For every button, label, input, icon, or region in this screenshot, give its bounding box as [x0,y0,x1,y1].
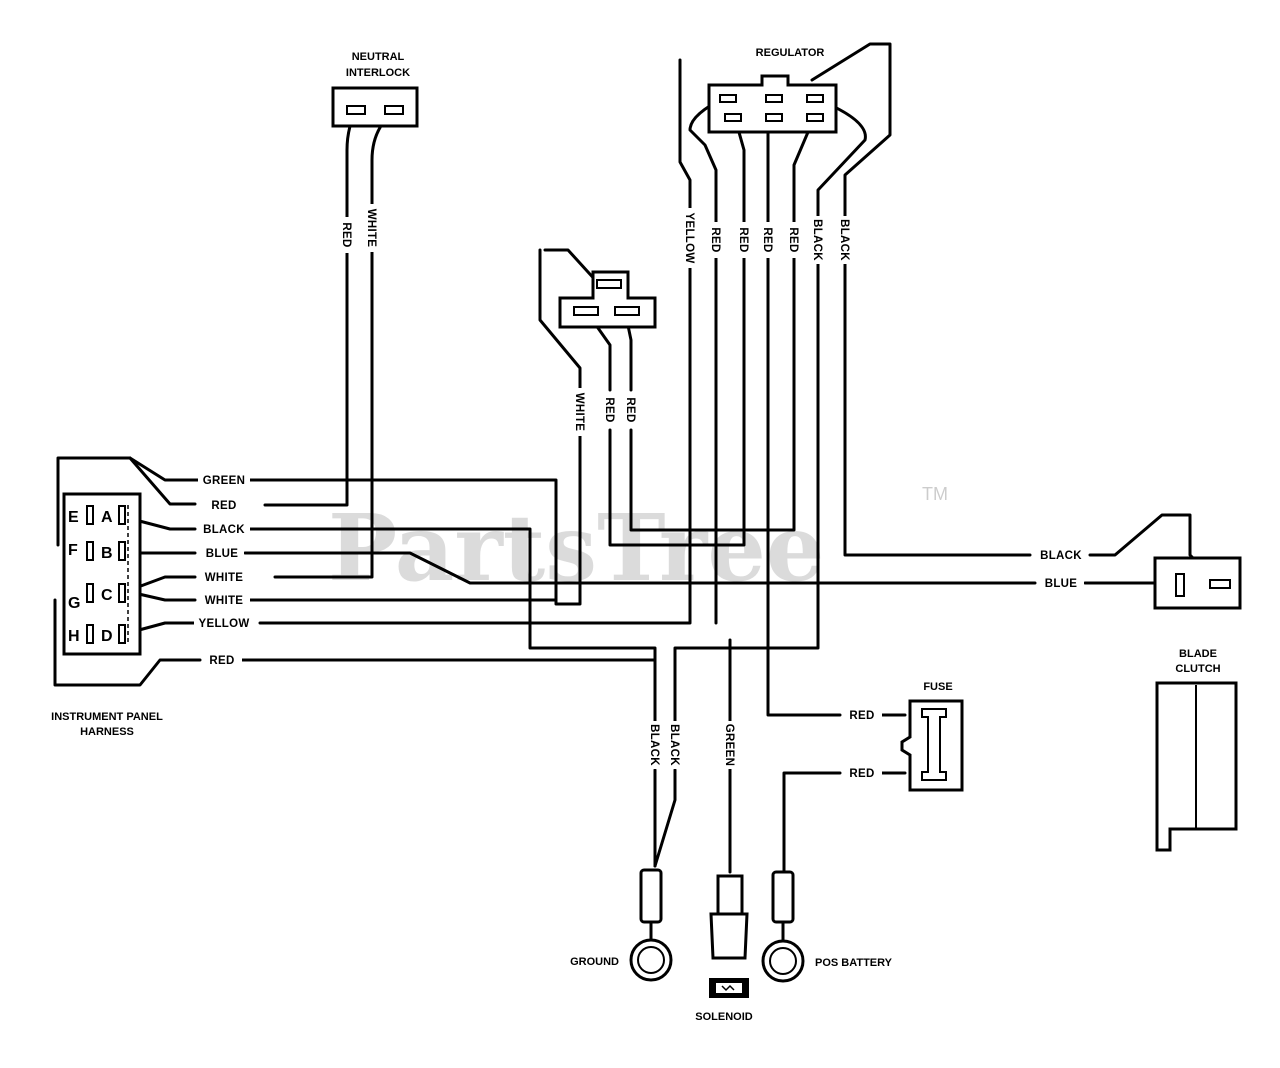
regulator-terminal [724,113,742,122]
label-reg-red-3: RED [761,227,773,252]
harness-pin-e: E [68,509,79,526]
regulator-connector [707,74,838,134]
label-harness-red-2: RED [209,655,234,667]
pos-battery-terminal [761,870,805,983]
blade-clutch-title-2: CLUTCH [1175,663,1220,675]
blade-clutch-title-1: BLADE [1179,648,1217,660]
label-switch-red-1: RED [603,397,615,422]
regulator-terminal [765,113,783,122]
switch-terminal [596,279,622,289]
wire-harness-black [126,516,657,762]
neutral-interlock-connector [331,86,419,128]
trademark-mark: TM [922,484,948,504]
label-clutch-black: BLACK [1040,550,1082,562]
label-solenoid-green: GREEN [723,724,735,766]
regulator-title: REGULATOR [756,47,825,59]
wire-interlock-red [263,110,357,507]
wire-reg-black-2 [810,42,1032,557]
label-fuse-red-1: RED [849,710,874,722]
wire-reg-black-1 [673,96,867,762]
wire-reg-red-4 [629,116,816,532]
harness-pin-d: D [101,628,113,645]
wire-harness-white-2 [128,590,558,602]
interlock-terminal [384,105,404,115]
harness-pin-b: B [101,545,113,562]
instrument-panel-title-2: HARNESS [80,726,134,738]
clutch-terminal [1175,573,1185,597]
label-harness-green: GREEN [203,475,245,487]
label-reg-red-4: RED [787,227,799,252]
label-reg-yellow: YELLOW [683,213,695,264]
label-clutch-blue: BLUE [1045,578,1078,590]
wire-switch-outline [543,248,600,285]
blade-clutch-body [1155,681,1238,852]
wire-harness-red-2 [53,598,657,687]
watermark: PartsTree [328,494,824,602]
label-harness-blue: BLUE [206,548,239,560]
wire-switch-white [253,248,582,606]
fuse-title: FUSE [923,681,952,693]
wire-ground-black-2 [653,768,677,868]
center-switch-connector [558,270,657,329]
neutral-interlock-title-2: INTERLOCK [346,67,410,79]
label-harness-white-2: WHITE [205,595,244,607]
label-reg-red-2: RED [737,227,749,252]
regulator-terminal [765,94,783,103]
label-switch-red-2: RED [624,397,636,422]
regulator-terminal [806,94,824,103]
label-switch-white: WHITE [573,393,585,432]
instrument-panel-title-1: INSTRUMENT PANEL [51,711,163,723]
switch-terminal [614,306,640,316]
neutral-interlock-title-1: NEUTRAL [352,51,405,63]
harness-pin-f: F [68,542,78,559]
solenoid-label: SOLENOID [695,1011,753,1023]
regulator-terminal [719,94,737,103]
regulator-terminal [806,113,824,122]
label-harness-white-1: WHITE [205,572,244,584]
wires [53,42,1220,874]
solenoid-terminal [709,874,749,998]
horizontal-wire-labels: GREEN RED BLACK BLUE WHITE WHITE YELLOW … [194,471,1088,781]
instrument-panel-harness-connector [62,492,142,656]
label-interlock-white: WHITE [365,209,377,248]
label-ground-black-1: BLACK [648,724,660,766]
fuse-holder [900,699,964,792]
label-harness-black: BLACK [203,524,245,536]
label-ground-black-2: BLACK [668,724,680,766]
clutch-terminal [1209,579,1231,589]
ground-label: GROUND [570,956,619,968]
harness-pin-a: A [101,509,113,526]
label-reg-black-2: BLACK [838,219,850,261]
wire-reg-red-3 [766,96,842,717]
label-fuse-red-2: RED [849,768,874,780]
switch-terminal [573,306,599,316]
harness-pin-c: C [101,587,113,604]
wire-fuse-red-2 [782,771,907,874]
harness-pin-h: H [68,628,80,645]
blade-clutch-connector [1153,556,1242,610]
label-harness-yellow: YELLOW [199,618,250,630]
harness-pin-g: G [68,595,80,612]
label-reg-red-1: RED [709,227,721,252]
label-harness-red-1: RED [211,500,236,512]
label-interlock-red: RED [340,222,352,247]
vertical-wire-labels: RED WHITE YELLOW RED RED RED RED BLACK [339,204,853,769]
pos-battery-label: POS BATTERY [815,957,893,969]
ground-terminal [629,868,673,982]
wire-reg-red-2 [608,116,746,547]
wire-reg-yellow [258,58,692,625]
interlock-terminal [346,105,366,115]
wire-harness-red-1 [128,456,197,506]
label-reg-black-1: BLACK [811,219,823,261]
wire-harness-white-1 [128,575,197,592]
